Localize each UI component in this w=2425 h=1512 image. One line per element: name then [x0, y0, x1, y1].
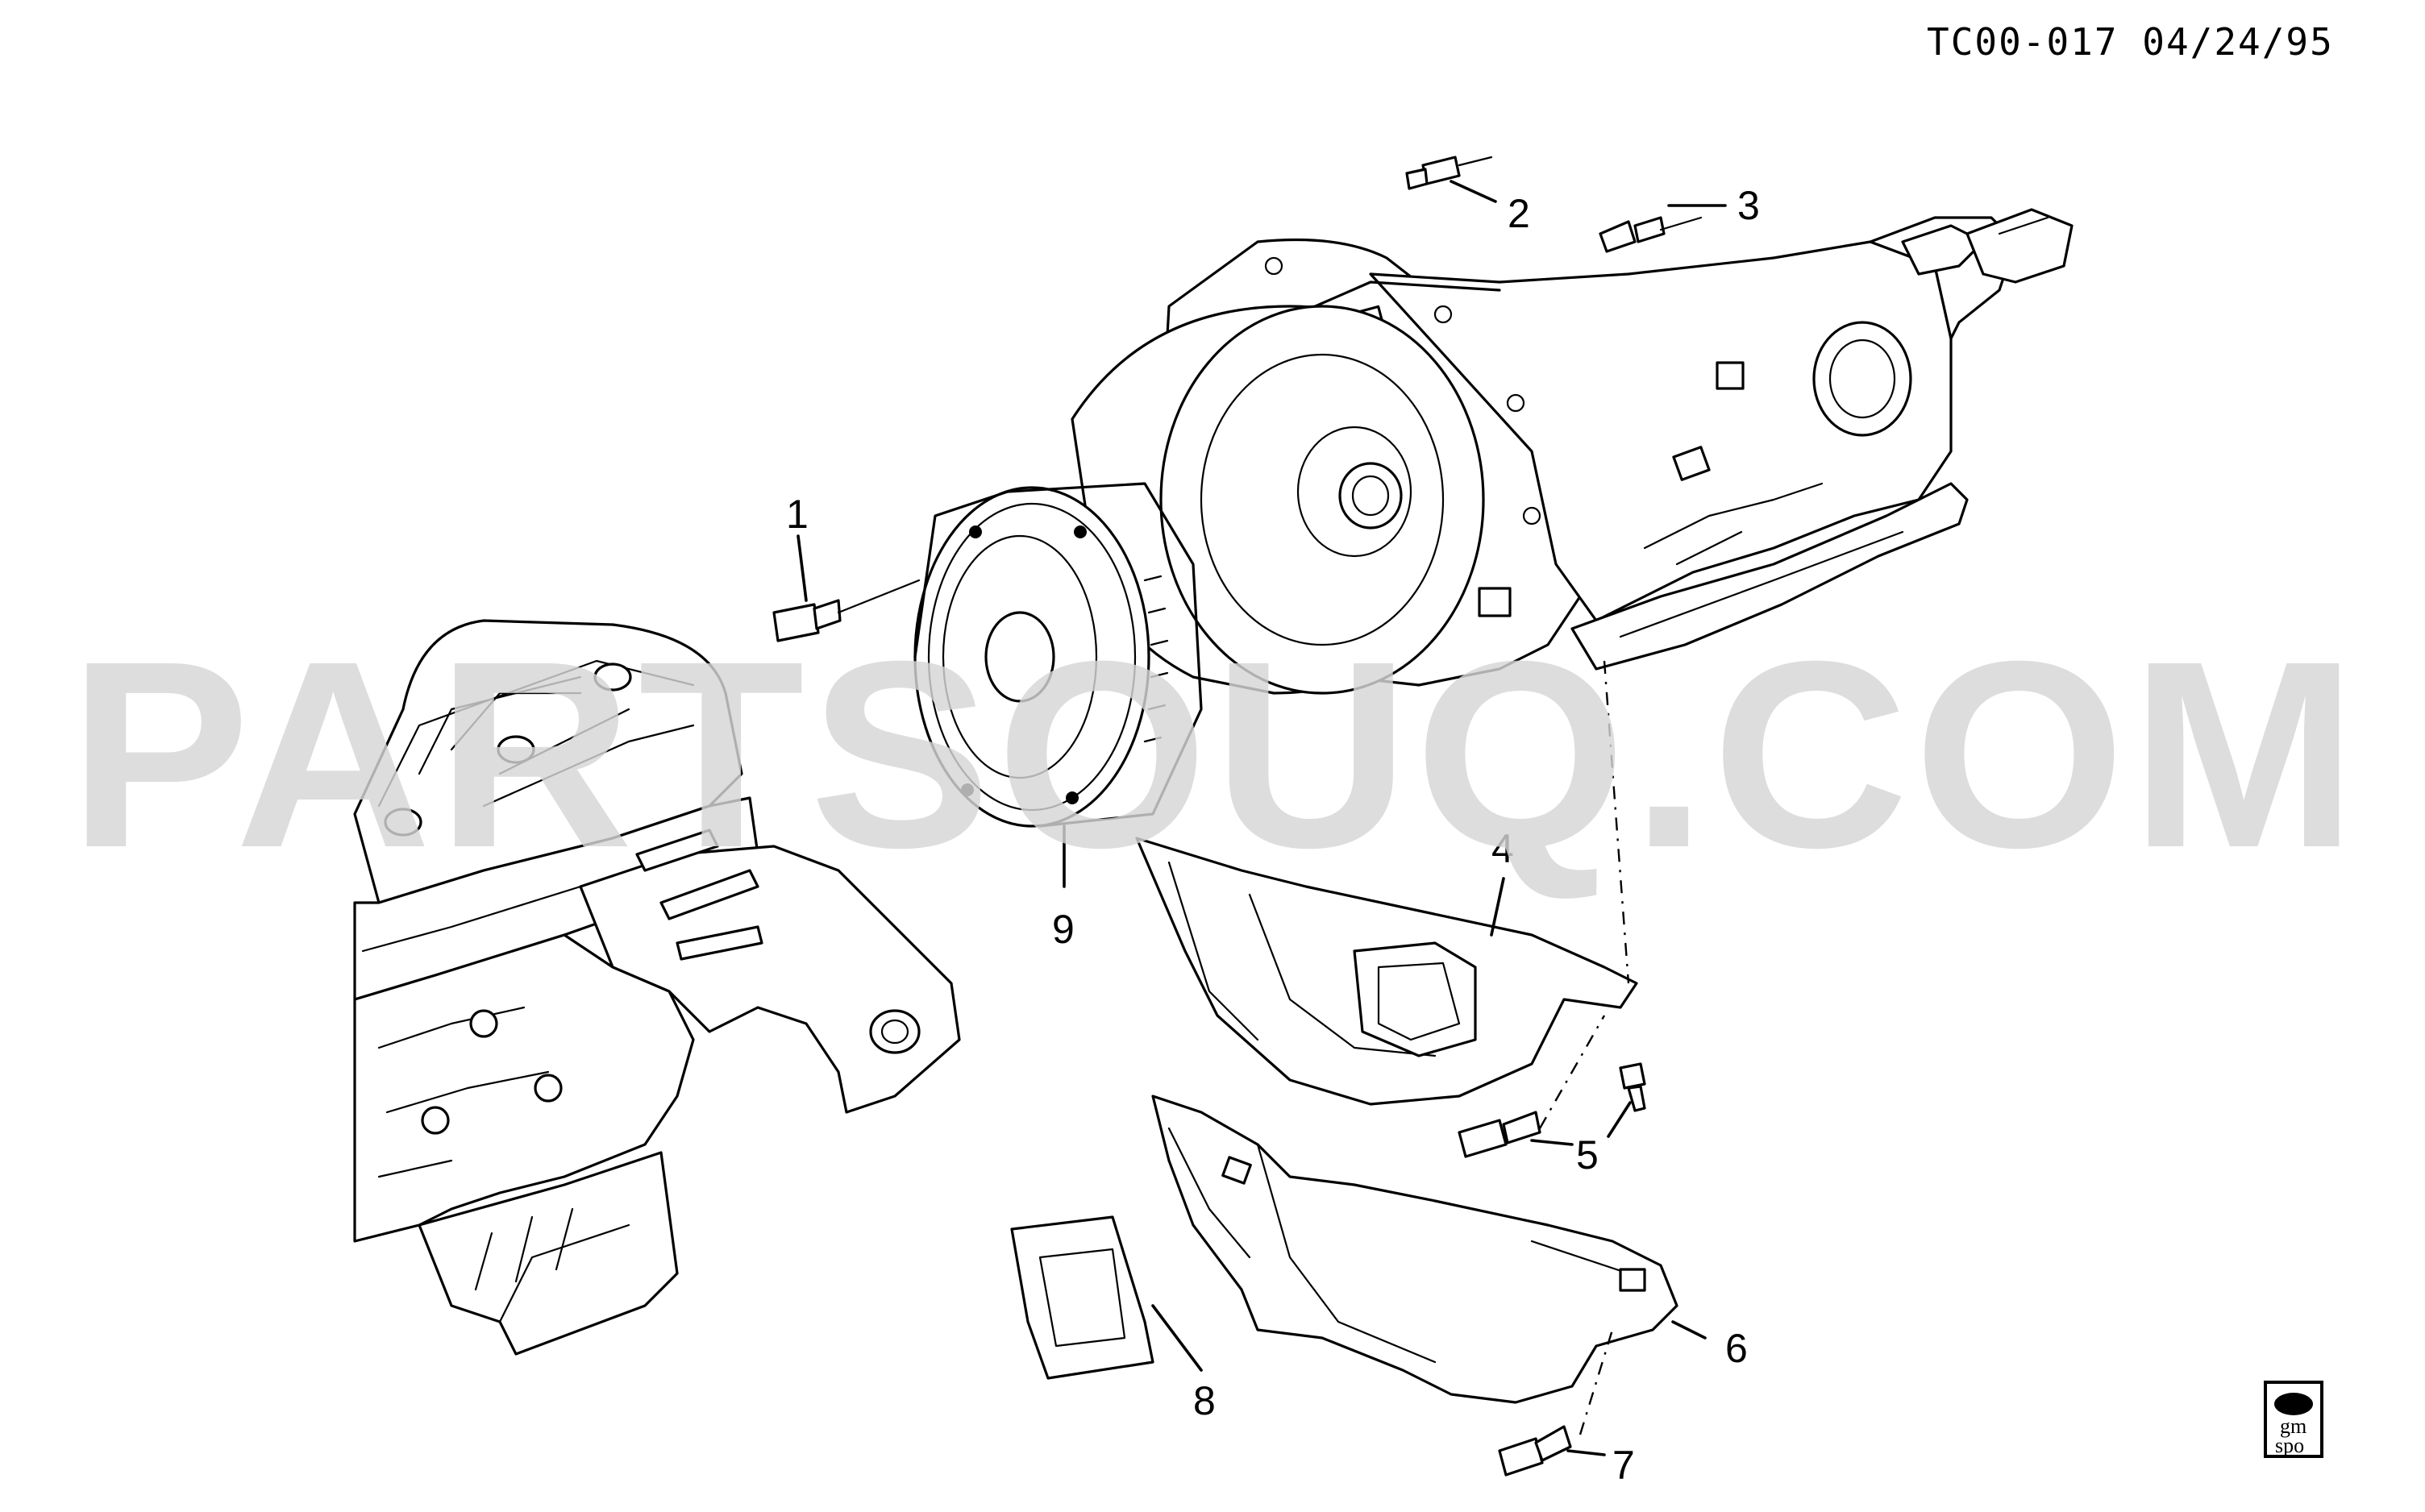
callout-leader-lines	[797, 180, 1727, 1456]
bolt-2-illustration	[1405, 156, 1461, 190]
callout-3: 3	[1737, 183, 1760, 228]
callout-9: 9	[1052, 907, 1075, 952]
diagram-reference-code: TC00-017 04/24/95	[1927, 20, 2334, 64]
torque-converter-illustration	[1071, 305, 1485, 695]
bolt-1-illustration	[772, 599, 842, 642]
alignment-lines	[837, 156, 1703, 1435]
callout-6: 6	[1725, 1326, 1748, 1371]
callout-7: 7	[1612, 1443, 1635, 1488]
callout-8: 8	[1193, 1378, 1216, 1423]
bolt-5-illustration	[1458, 1062, 1646, 1158]
bolt-7-illustration	[1498, 1425, 1572, 1477]
callout-2: 2	[1508, 191, 1530, 236]
seal-illustration	[1010, 1215, 1154, 1380]
callout-1: 1	[786, 492, 809, 537]
flywheel-housing-cover-illustration	[1135, 837, 1638, 1106]
flexplate-illustration	[913, 482, 1203, 828]
callout-numbers: 1 2 3 4 5 6 7 8 9	[786, 183, 1760, 1488]
stud-3-illustration	[1599, 216, 1666, 253]
logo-line-2: spo	[2275, 1434, 2304, 1457]
logo-line-1: gm	[2280, 1414, 2306, 1438]
callout-5: 5	[1576, 1132, 1599, 1178]
converter-housing-cover-illustration	[1151, 1095, 1678, 1404]
gm-spo-logo: gm spo	[2264, 1381, 2323, 1458]
callout-4: 4	[1491, 826, 1514, 871]
engine-block-illustration	[353, 619, 961, 1356]
watermark: PARTSOUQ.COM	[69, 605, 2362, 903]
